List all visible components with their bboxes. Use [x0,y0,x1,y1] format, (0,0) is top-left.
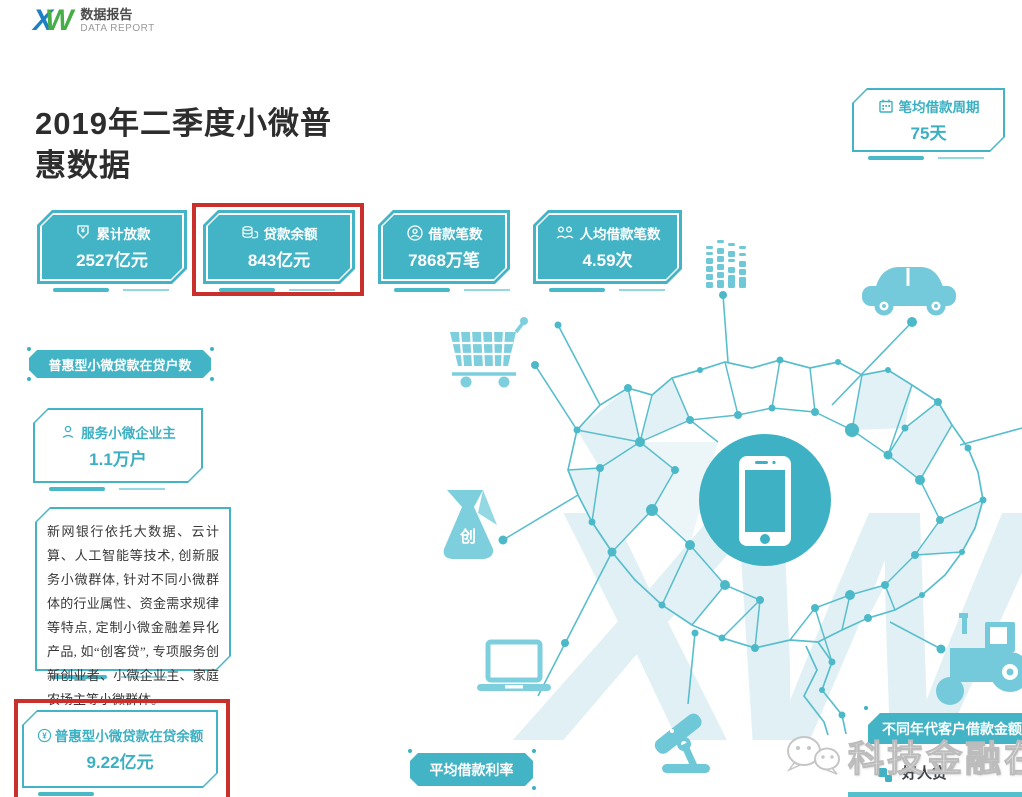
svg-text:¥: ¥ [42,731,47,740]
stat-label: 借款笔数 [428,227,483,242]
decor-dot [27,377,31,381]
stat-value: 7868万笔 [408,251,480,270]
tag-label: 普惠型小微贷款在贷户数 [48,357,192,373]
stat-value: 843亿元 [247,251,311,270]
payout-icon: ¥ [76,225,89,239]
watermark-text: 科技金融在线 [847,737,1022,779]
stat-label: 贷款余额 [263,227,318,242]
cropped-chart-edge [848,792,1022,797]
badge-label: 笔均借款周期 [898,100,980,115]
decor-dot [532,749,536,753]
highlight-box-inclusive-balance [14,699,230,797]
decor-bar [219,288,275,292]
service-value: 1.1万户 [89,449,147,469]
stat-value: 4.59次 [582,251,633,270]
legend-haorendai: 好人贷 [878,762,947,783]
decor-dot [210,347,214,351]
logo-letter-w: W [45,4,73,37]
stat-box-inclusive-balance: ¥ 普惠型小微贷款在贷余额 9.22亿元 [22,710,218,796]
tag-label: 不同年代客户借款金额 [882,720,1022,737]
decor-bar [868,156,924,160]
highlight-box-loan-balance [192,203,364,296]
decor-dot [210,377,214,381]
decor-bar [619,289,665,291]
brain-network [498,291,1022,736]
coins-icon [241,226,258,239]
decor-bar [123,289,169,291]
decor-dot [532,786,536,790]
description-paragraph: 新网银行依托大数据、云计算、人工智能等技术, 创新服务小微群体, 针对不同小微群… [47,524,219,708]
decor-bar [53,288,109,292]
page-title: 2019年二季度小微普惠数据 [35,103,332,187]
tag-generation-amount: 不同年代客户借款金额 [868,713,1022,744]
site-watermark: 科技金融在线 [782,730,1022,782]
car-icon [862,267,956,316]
bar-chart-icon [706,240,746,288]
decor-bar [549,288,605,292]
balance-label: 普惠型小微贷款在贷余额 [54,729,204,744]
stat-label: 人均借款笔数 [579,227,661,242]
tractor-icon [936,613,1022,705]
brand-name-en: DATA REPORT [80,22,155,34]
decor-dot [27,347,31,351]
tag-avg-rate: 平均借款利率 [408,749,536,790]
shopping-cart-icon [450,317,528,388]
decor-bar [51,675,107,679]
service-label: 服务小微企业主 [81,425,176,441]
telescope-icon [654,713,710,773]
title-line1: 2019年二季度小微普 [35,105,332,141]
xw-logo-icon: XW [33,4,73,37]
balance-value: 9.22亿元 [86,753,154,772]
description-box: 新网银行依托大数据、云计算、人工智能等技术, 创新服务小微群体, 针对不同小微群… [35,507,231,707]
smartphone-circle-icon [699,434,831,566]
decor-bar [38,792,94,796]
stat-box-loan-balance: 贷款余额 843亿元 [203,210,355,292]
wechat-logo-icon [786,736,840,775]
brain-network-illustration: XW [443,240,1022,797]
decor-bar [119,488,165,490]
yen-circle-icon: ¥ [37,728,51,742]
decor-bar [938,157,984,159]
stat-box-served-owners: 服务小微企业主 1.1万户 [33,408,203,491]
stat-label: 累计放款 [96,227,151,242]
laptop-icon [477,639,551,691]
badge-avg-loan-period: 笔均借款周期 75天 [852,88,1005,160]
logo-letter-x: X [33,4,53,37]
decor-bar [49,487,105,491]
svg-text:¥: ¥ [80,226,85,235]
title-line2: 惠数据 [35,147,131,183]
stat-box-loans-per-person: 人均借款笔数 4.59次 [533,210,682,292]
tag-loan-households: 普惠型小微贷款在贷户数 [27,347,214,381]
decor-bar [464,289,510,291]
decor-dot [408,749,412,753]
decor-bar [289,289,335,291]
badge-value: 75天 [910,124,947,143]
calendar-icon [878,99,893,113]
logo: XW 数据报告 DATA REPORT [33,6,155,36]
svg-text:创: 创 [459,527,476,546]
brand-text: 数据报告 DATA REPORT [80,6,155,34]
tag-label: 平均借款利率 [429,761,514,778]
stat-value: 2527亿元 [76,251,148,270]
decor-dot [864,706,868,710]
money-bag-icon: 创 [443,490,497,559]
decor-bar [121,676,167,678]
stat-box-cumulative-loans: ¥ 累计放款 2527亿元 [37,210,187,292]
legend-label: 好人贷 [902,765,948,782]
legend-marker-icon [878,768,892,782]
person-icon [62,425,74,438]
brand-name-cn: 数据报告 [80,6,133,22]
people-icon [556,226,573,239]
stat-box-loan-count: 借款笔数 7868万笔 [378,210,510,292]
borrower-icon [406,225,423,241]
decor-bar [394,288,450,292]
